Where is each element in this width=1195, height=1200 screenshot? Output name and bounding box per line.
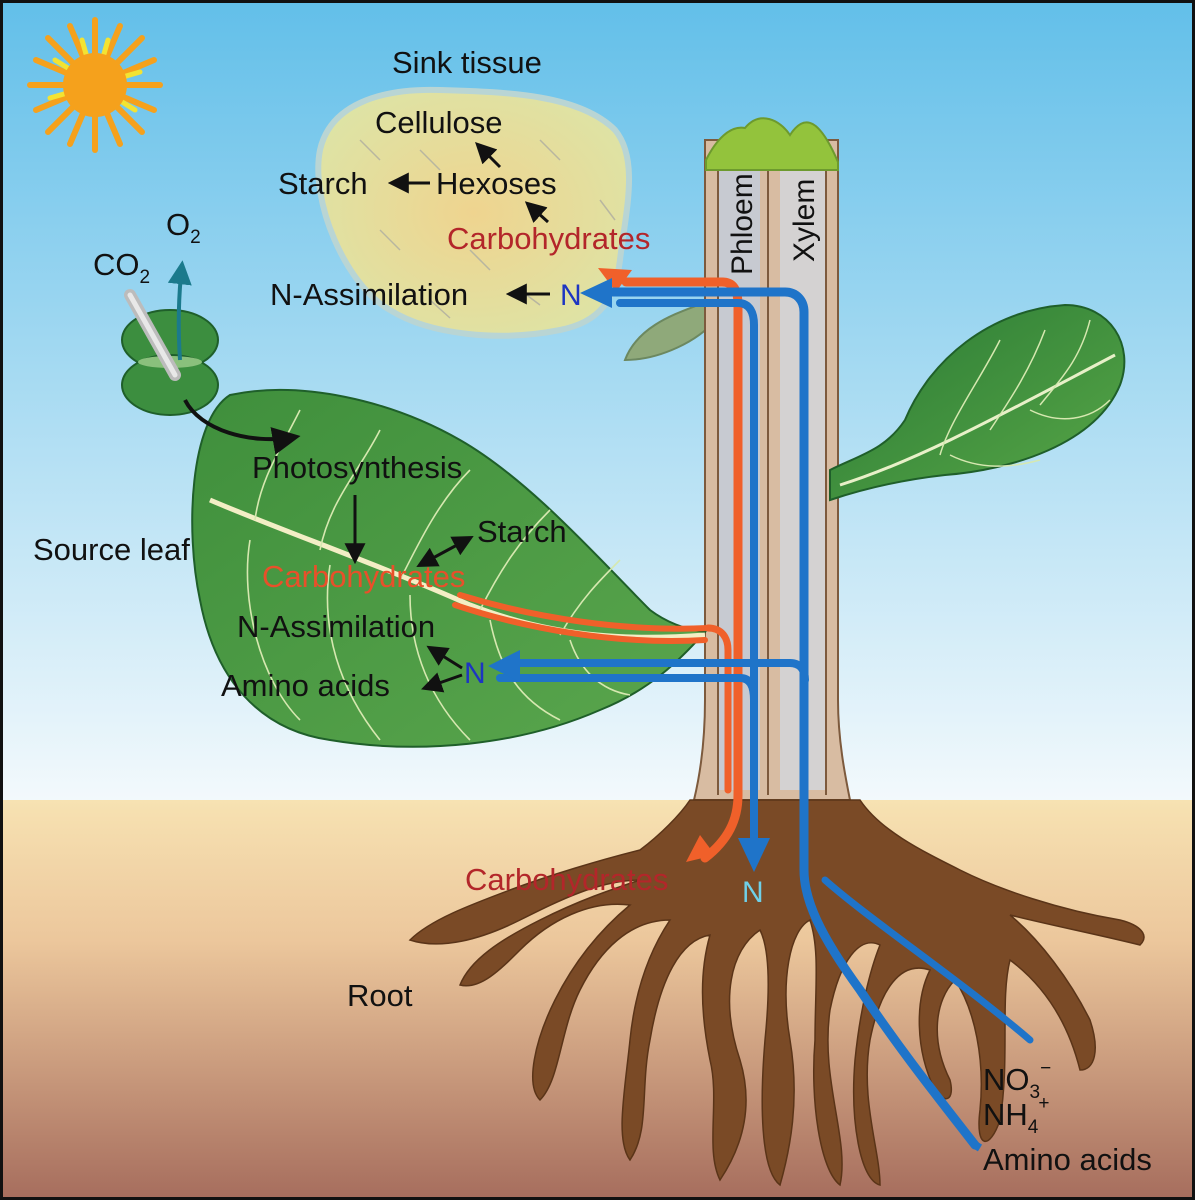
xylem-label: Xylem: [788, 179, 821, 262]
soil-background: [0, 800, 1195, 1200]
amino-acids-source-label: Amino acids: [221, 668, 390, 703]
sink-tissue-label: Sink tissue: [392, 45, 542, 80]
right-leaf: [829, 303, 1126, 502]
sink-tissue-leaf: [315, 86, 633, 339]
source-leaf: [191, 389, 708, 748]
soil-uptake-line: [972, 1141, 983, 1152]
xylem-flow: [496, 287, 1034, 1150]
n-source-label: N: [464, 657, 486, 690]
nh4-label: NH4+: [983, 1093, 1049, 1138]
stomata-to-photosynthesis-arrow: [183, 399, 301, 455]
root-system: [408, 799, 1145, 1187]
o2-label: O2: [166, 207, 201, 248]
phloem-arrow-sink: [598, 268, 632, 292]
n-assimilation-source-label: N-Assimilation: [237, 609, 435, 644]
cellulose-label: Cellulose: [375, 105, 503, 140]
amino-acids-soil-label: Amino acids: [983, 1142, 1152, 1177]
xylem-arrow-root: [738, 838, 770, 872]
photosynthesis-label: Photosynthesis: [252, 450, 462, 485]
carbohydrates-sink-label: Carbohydrates: [447, 221, 650, 256]
xylem-arrow-sink: [580, 278, 612, 308]
n-assimilation-sink-label: N-Assimilation: [270, 277, 468, 312]
stomata-icon: [121, 260, 219, 416]
stem: [692, 117, 852, 801]
phloem-arrow-root: [686, 835, 715, 862]
no3-label: NO3−: [983, 1058, 1051, 1103]
sink-petiole-leaf: [623, 298, 717, 362]
sink-pathway-arrows: [387, 142, 550, 305]
co2-label: CO2: [93, 247, 150, 288]
n-sink-label: N: [560, 279, 582, 312]
xylem-arrow-source: [488, 650, 520, 682]
sun-icon: [27, 17, 163, 153]
carbohydrates-root-label: Carbohydrates: [465, 862, 668, 897]
hexoses-label: Hexoses: [436, 166, 557, 201]
starch-sink-label: Starch: [278, 166, 368, 201]
phloem-label: Phloem: [726, 173, 759, 275]
root-label: Root: [347, 978, 413, 1013]
n-root-label: N: [742, 876, 764, 909]
source-pathway-arrows: [344, 495, 474, 693]
carbohydrates-source-label: Carbohydrates: [262, 559, 465, 594]
source-leaf-label: Source leaf: [33, 532, 190, 567]
starch-source-label: Starch: [477, 514, 567, 549]
